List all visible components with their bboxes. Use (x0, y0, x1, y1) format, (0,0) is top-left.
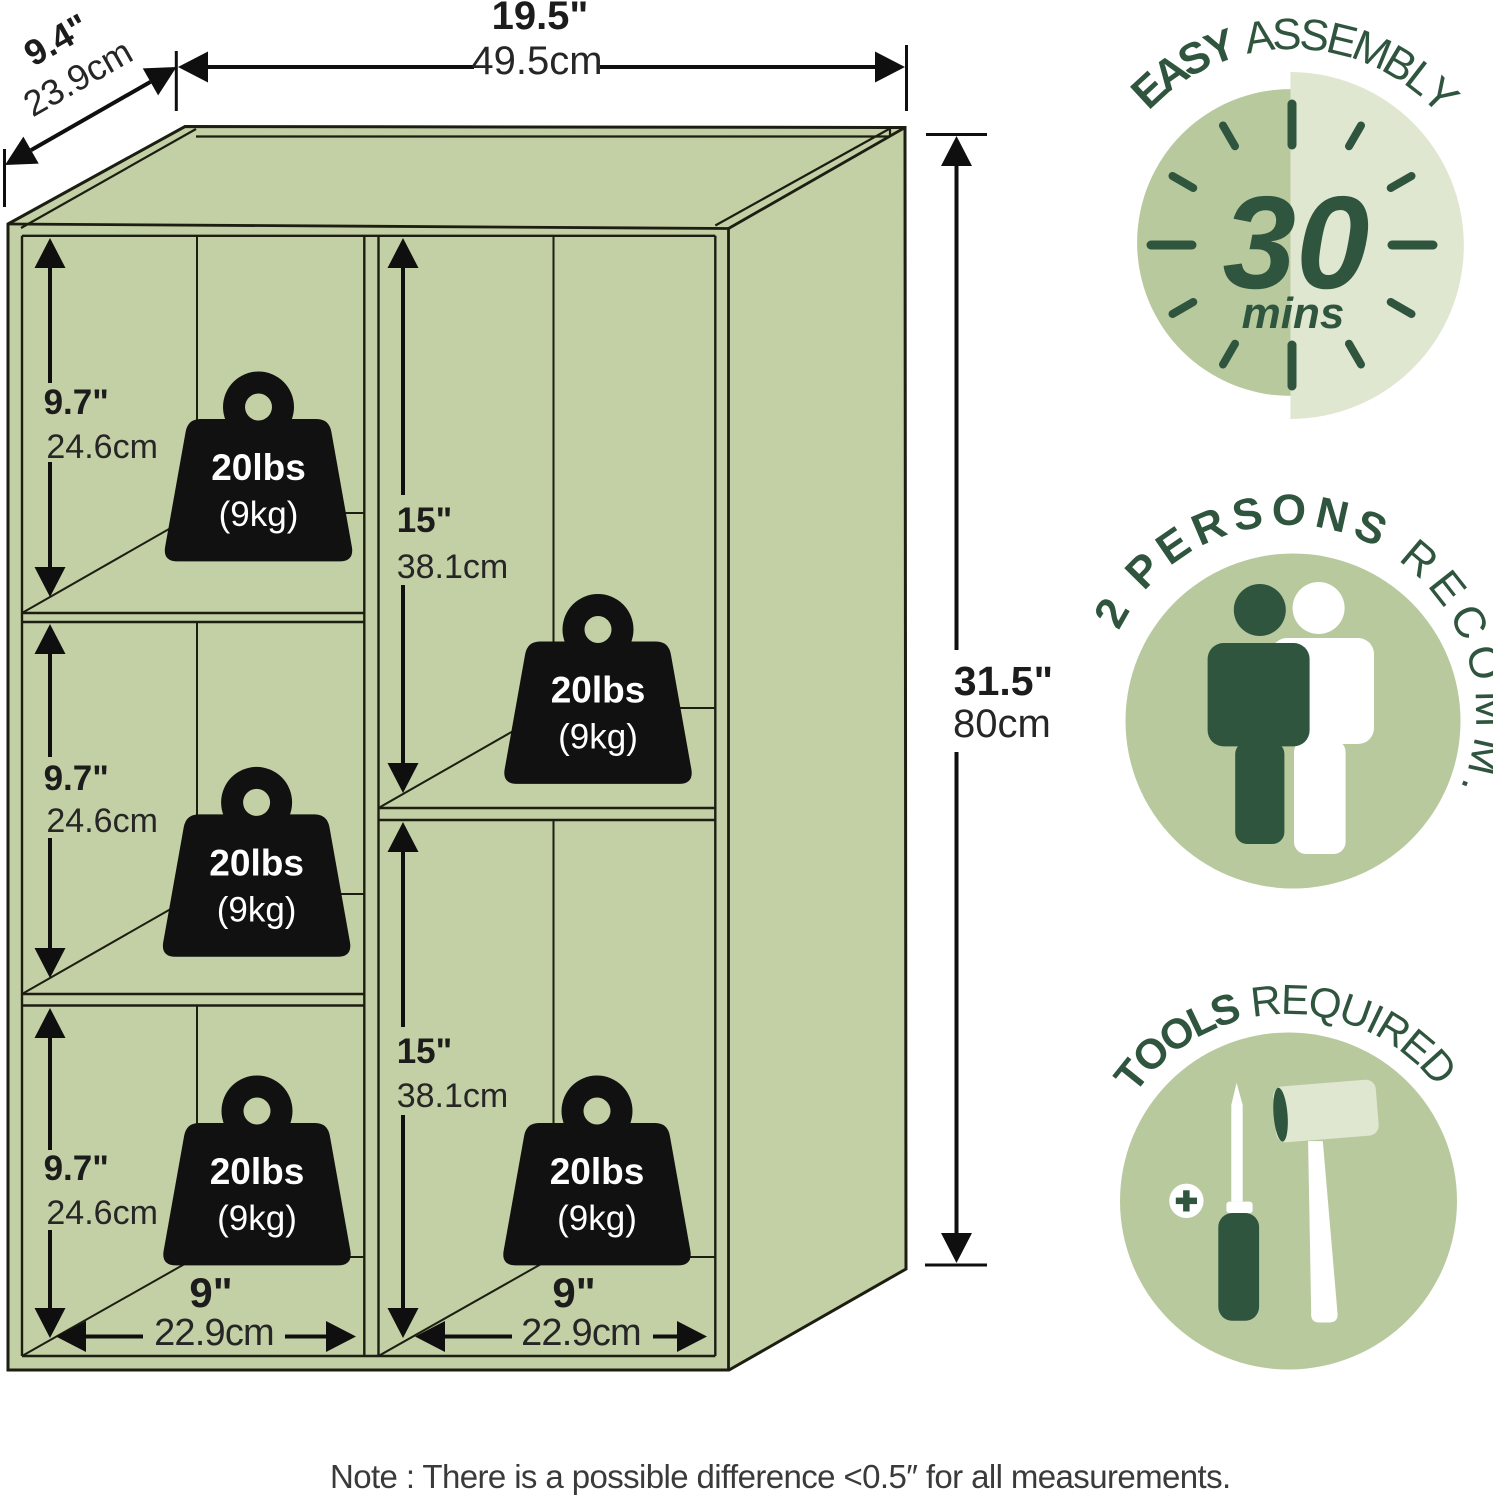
svg-text:15": 15" (397, 1032, 453, 1071)
svg-text:(9kg): (9kg) (219, 495, 299, 534)
svg-text:(9kg): (9kg) (217, 1199, 297, 1238)
svg-text:22.9cm: 22.9cm (154, 1312, 274, 1354)
svg-text:(9kg): (9kg) (217, 890, 297, 929)
svg-text:20lbs: 20lbs (550, 1151, 645, 1192)
svg-text:9.7": 9.7" (44, 1149, 109, 1188)
svg-text:19.5": 19.5" (492, 0, 589, 38)
svg-text:24.6cm: 24.6cm (46, 1194, 157, 1232)
svg-text:O: O (1272, 486, 1306, 535)
svg-text:(9kg): (9kg) (557, 1199, 637, 1238)
svg-text:20lbs: 20lbs (210, 1151, 305, 1192)
svg-text:24.6cm: 24.6cm (46, 428, 157, 466)
svg-text:49.5cm: 49.5cm (471, 39, 602, 83)
svg-text:9.7": 9.7" (44, 759, 109, 798)
svg-text:M: M (1466, 690, 1493, 728)
svg-text:22.9cm: 22.9cm (521, 1312, 641, 1354)
svg-text:20lbs: 20lbs (209, 842, 304, 883)
svg-text:R: R (1248, 976, 1283, 1026)
svg-text:30: 30 (1223, 169, 1370, 316)
svg-text:38.1cm: 38.1cm (397, 548, 509, 586)
svg-text:20lbs: 20lbs (551, 670, 646, 711)
svg-text:9": 9" (552, 1269, 595, 1316)
svg-text:9": 9" (189, 1269, 232, 1316)
svg-text:38.1cm: 38.1cm (397, 1077, 509, 1115)
svg-text:(9kg): (9kg) (558, 718, 638, 757)
svg-text:9.7": 9.7" (44, 383, 109, 422)
svg-text:S: S (1297, 10, 1331, 62)
svg-text:15": 15" (397, 501, 453, 540)
svg-text:31.5": 31.5" (954, 658, 1053, 704)
svg-text:S: S (1272, 10, 1303, 60)
svg-text:20lbs: 20lbs (211, 447, 306, 488)
svg-text:80cm: 80cm (953, 702, 1051, 746)
svg-text:E: E (1280, 976, 1310, 1024)
svg-text:24.6cm: 24.6cm (46, 802, 157, 840)
svg-text:Note : There is a possible dif: Note : There is a possible difference <0… (330, 1458, 1231, 1495)
svg-text:mins: mins (1242, 289, 1345, 338)
